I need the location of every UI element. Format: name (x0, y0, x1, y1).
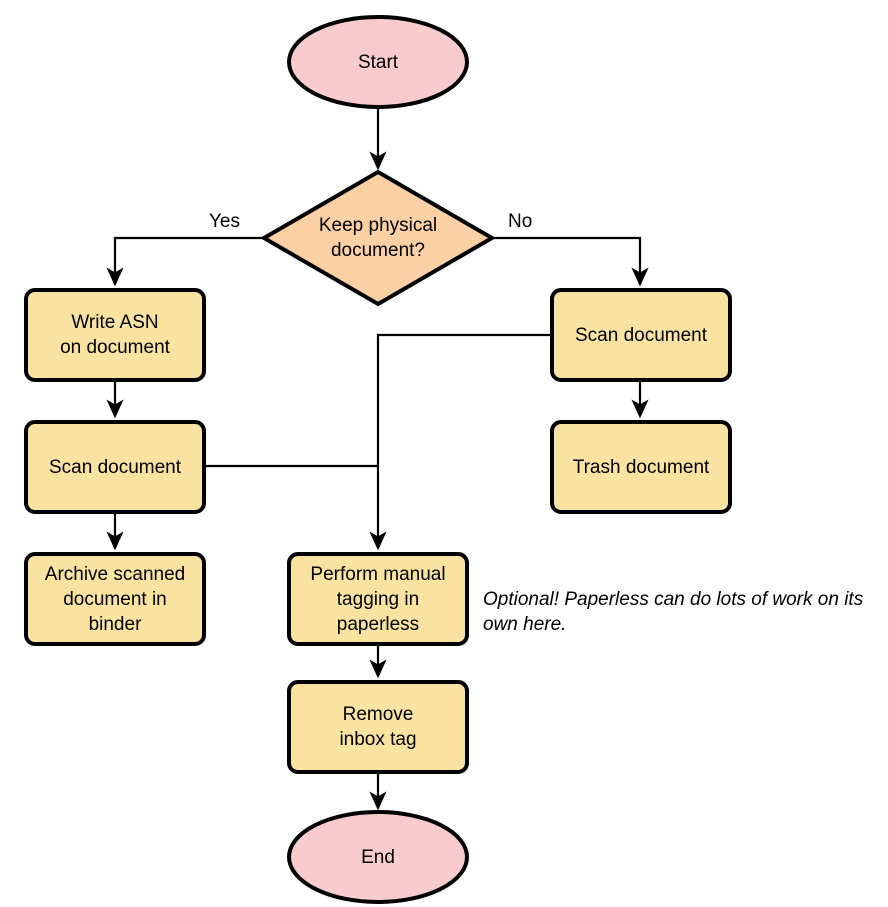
connector-layer (106, 107, 649, 811)
node-remove-inbox-shape[interactable] (287, 680, 469, 774)
edge-label-yes: Yes (209, 211, 240, 232)
node-write-asn-shape[interactable] (24, 288, 206, 382)
edge-scan-right-to-tagging (369, 333, 552, 551)
node-archive-shape[interactable] (24, 552, 206, 646)
edge-label-no: No (508, 211, 533, 232)
node-end-shape[interactable] (287, 810, 469, 904)
node-shape-layer (24, 15, 732, 904)
node-scan-left-shape[interactable] (24, 420, 206, 514)
node-start-shape[interactable] (287, 15, 469, 109)
optional-note: Optional! Paperless can do lots of work … (483, 589, 864, 635)
edge-decision-no-to-scan-right (492, 236, 649, 287)
node-tagging-shape[interactable] (287, 552, 469, 646)
node-decision-shape[interactable] (260, 169, 496, 307)
node-trash-shape[interactable] (550, 420, 732, 514)
edge-decision-yes-to-write-asn (106, 236, 264, 287)
node-scan-right-shape[interactable] (550, 288, 732, 382)
